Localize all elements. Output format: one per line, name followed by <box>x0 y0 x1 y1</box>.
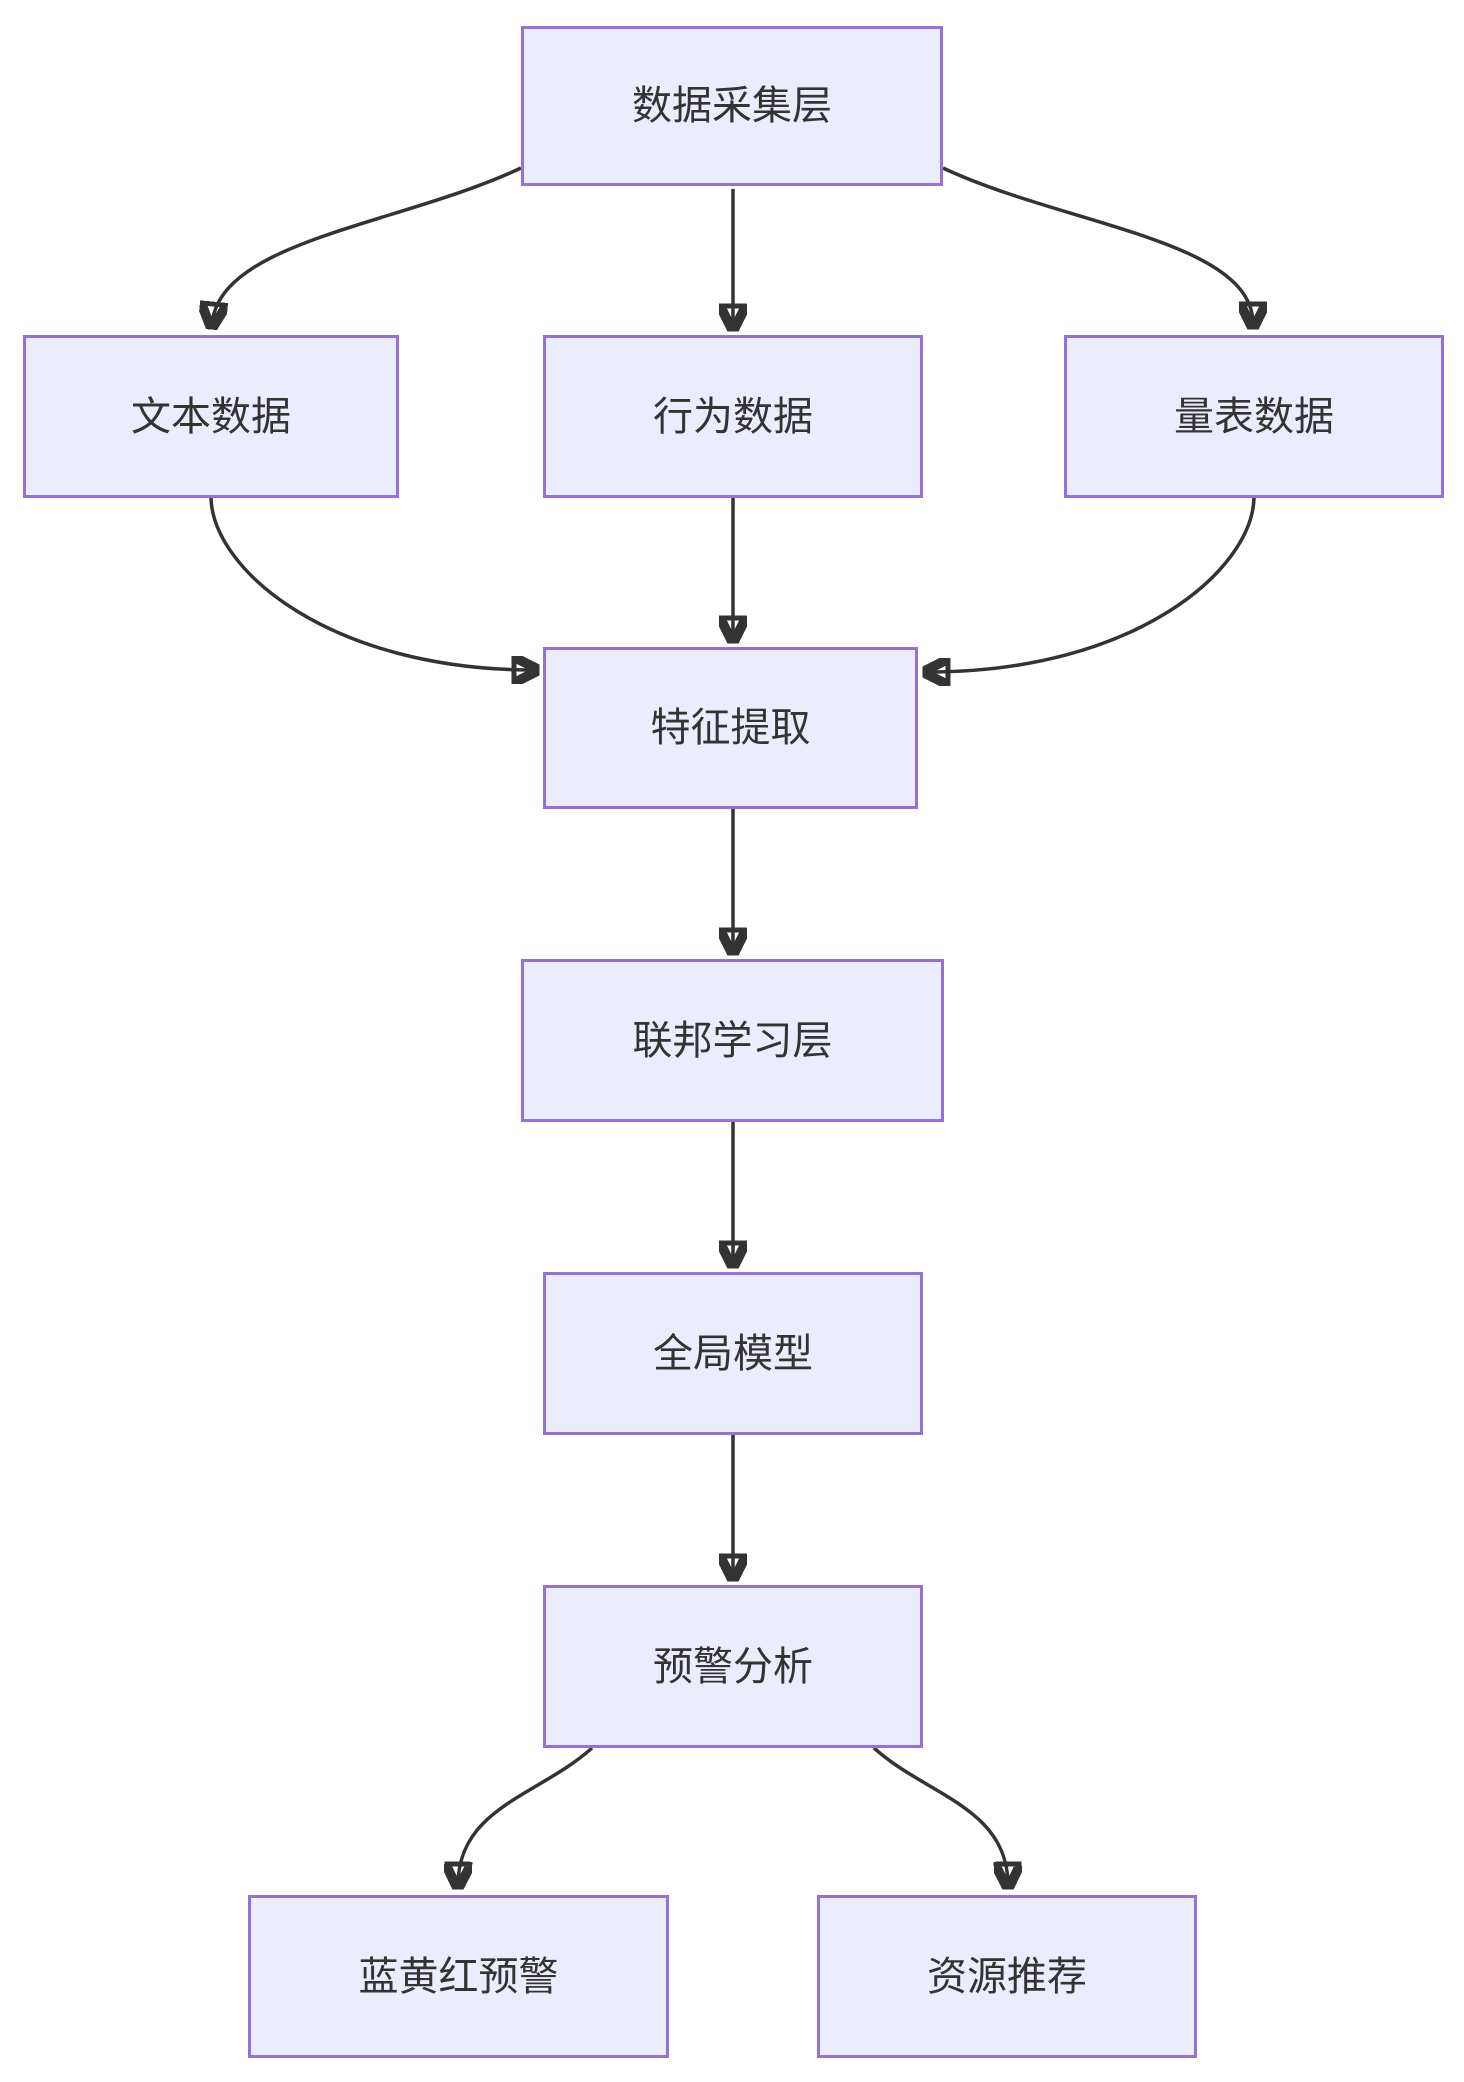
node-scale-data: 量表数据 <box>1064 335 1444 498</box>
node-label: 文本数据 <box>131 394 291 439</box>
edge-text-to-feature <box>209 497 534 670</box>
node-data-collection-layer: 数据采集层 <box>521 26 943 186</box>
node-label: 资源推荐 <box>927 1954 1087 1999</box>
node-feature-extraction: 特征提取 <box>543 647 918 809</box>
edge-collection-to-text <box>212 166 522 324</box>
node-global-model: 全局模型 <box>543 1272 923 1435</box>
node-label: 预警分析 <box>653 1644 813 1689</box>
edge-collection-to-scale <box>942 166 1253 324</box>
node-behavior-data: 行为数据 <box>543 335 923 498</box>
node-label: 特征提取 <box>650 706 811 750</box>
node-label: 联邦学习层 <box>632 1018 833 1063</box>
edge-warning-to-blueyellowred <box>458 1746 594 1884</box>
edge-warning-to-resource <box>872 1746 1008 1884</box>
edge-scale-to-feature <box>928 497 1256 672</box>
node-blue-yellow-red-warning: 蓝黄红预警 <box>248 1895 669 2058</box>
node-label: 全局模型 <box>653 1331 813 1376</box>
node-label: 量表数据 <box>1174 394 1334 439</box>
node-federated-learning-layer: 联邦学习层 <box>521 959 944 1122</box>
node-text-data: 文本数据 <box>23 335 399 498</box>
node-label: 数据采集层 <box>632 84 832 128</box>
node-label: 蓝黄红预警 <box>358 1954 559 1999</box>
node-early-warning-analysis: 预警分析 <box>543 1585 923 1748</box>
node-resource-recommendation: 资源推荐 <box>817 1895 1197 2058</box>
node-label: 行为数据 <box>653 394 813 439</box>
